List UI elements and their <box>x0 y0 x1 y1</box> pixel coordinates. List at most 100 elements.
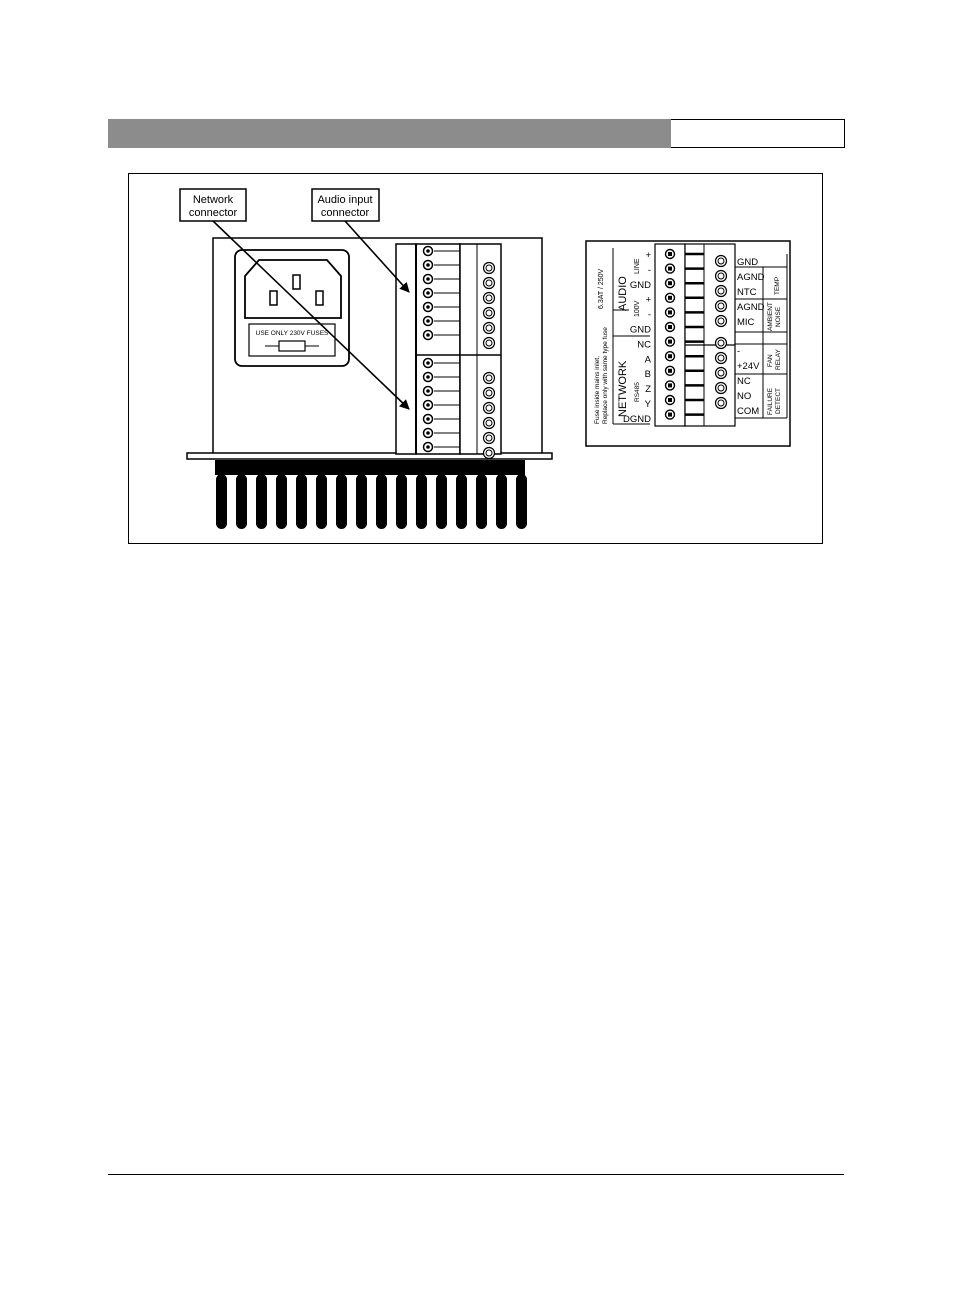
failure-detect-group-label: FAILURE DETECT <box>767 387 782 415</box>
wire-clamp-inner <box>486 310 492 316</box>
svg-text:connector: connector <box>321 207 370 219</box>
right-terminal-label: GND <box>737 257 758 268</box>
temp-group-label: TEMP <box>774 277 781 295</box>
heatsink-fin <box>216 474 227 529</box>
svg-text:DETECT: DETECT <box>775 388 782 414</box>
figure-frame: USE ONLY 230V FUSES Network connector Au… <box>128 173 823 544</box>
100v-label: 100V <box>634 300 641 317</box>
heatsink <box>215 460 527 529</box>
audio-group-label: AUDIO <box>617 276 629 311</box>
svg-text:AMBIENT: AMBIENT <box>767 302 774 331</box>
panel-screw-center <box>668 340 672 344</box>
right-terminal-label: AGND <box>737 302 765 313</box>
wire-clamp-inner <box>486 390 492 396</box>
wire-clamp-inner <box>486 375 492 381</box>
panel-clamp-inner <box>718 400 724 406</box>
panel-clamp-inner <box>718 318 724 324</box>
line-label: LINE <box>634 258 641 274</box>
right-terminal-label: NO <box>737 391 751 402</box>
network-connector-label: Network connector <box>180 189 246 221</box>
terminal-panel: Fuse inside mains inlet, Replace only wi… <box>586 241 790 446</box>
panel-screw-center <box>668 383 672 387</box>
terminal-screw-center <box>426 431 430 435</box>
heatsink-fin <box>496 474 507 529</box>
right-terminal-label: - <box>737 346 740 357</box>
network-group-label: NETWORK <box>617 360 629 417</box>
panel-screw-center <box>668 296 672 300</box>
left-terminal-label: GND <box>630 325 651 336</box>
left-terminal-label: + <box>645 250 651 261</box>
panel-clamp-inner <box>718 273 724 279</box>
left-terminal-label: Y <box>645 399 652 410</box>
left-terminal-label: GND <box>630 280 651 291</box>
svg-text:Audio input: Audio input <box>317 194 372 206</box>
terminal-screw-center <box>426 277 430 281</box>
right-terminal-label: COM <box>737 406 759 417</box>
left-terminal-label: A <box>645 354 652 365</box>
panel-screw-center <box>668 354 672 358</box>
audio-input-connector-label: Audio input connector <box>312 189 379 221</box>
heatsink-fin <box>356 474 367 529</box>
left-terminal-label: DGND <box>623 414 651 425</box>
heatsink-fin <box>476 474 487 529</box>
panel-clamp-inner <box>718 303 724 309</box>
svg-text:Network: Network <box>193 194 234 206</box>
rs485-label: RS485 <box>634 382 641 402</box>
svg-text:FAN: FAN <box>767 354 774 367</box>
fuse-note-line-1: Fuse inside mains inlet, <box>594 356 601 424</box>
left-terminal-label: - <box>648 310 651 321</box>
svg-text:FAILURE: FAILURE <box>767 387 774 415</box>
panel-clamp-inner <box>718 370 724 376</box>
panel-clamp-inner <box>718 340 724 346</box>
wire-clamp-inner <box>486 340 492 346</box>
heatsink-fin <box>296 474 307 529</box>
left-terminal-label: Z <box>645 384 651 395</box>
terminal-screw-center <box>426 403 430 407</box>
svg-text:connector: connector <box>189 207 238 219</box>
wire-clamp-inner <box>486 325 492 331</box>
heatsink-fin <box>336 474 347 529</box>
terminal-screw-center <box>426 389 430 393</box>
panel-screw-center <box>668 325 672 329</box>
right-terminal-label: AGND <box>737 272 765 283</box>
wire-clamp-inner <box>486 405 492 411</box>
wire-clamp-inner <box>486 265 492 271</box>
panel-screw-center <box>668 310 672 314</box>
terminal-screw-center <box>426 305 430 309</box>
wire-clamp-inner <box>486 295 492 301</box>
connector-block <box>396 244 501 459</box>
left-terminal-label: - <box>648 265 651 276</box>
left-terminal-label: B <box>645 369 651 380</box>
heatsink-fin <box>516 474 527 529</box>
terminal-screw-center <box>426 361 430 365</box>
terminal-screw-center <box>426 333 430 337</box>
panel-screw-center <box>668 252 672 256</box>
fuse-label: USE ONLY 230V FUSES <box>256 330 329 337</box>
panel-screw-center <box>668 398 672 402</box>
terminal-screw-center <box>426 375 430 379</box>
heatsink-fin <box>256 474 267 529</box>
panel-screw-center <box>668 267 672 271</box>
right-terminal-label: +24V <box>737 361 760 372</box>
mains-inlet: USE ONLY 230V FUSES <box>235 250 349 366</box>
wire-clamp-inner <box>486 435 492 441</box>
footer-rule <box>108 1174 844 1175</box>
heatsink-fin <box>376 474 387 529</box>
wire-clamp-inner <box>486 420 492 426</box>
svg-text:RELAY: RELAY <box>775 349 782 370</box>
fuse-rating: 6.3AT / 250V <box>598 268 605 309</box>
heatsink-fin <box>316 474 327 529</box>
right-terminal-label: NC <box>737 376 751 387</box>
heatsink-fin <box>276 474 287 529</box>
heatsink-fin <box>396 474 407 529</box>
panel-screw-center <box>668 413 672 417</box>
terminal-screw-center <box>426 445 430 449</box>
terminal-screw-center <box>426 417 430 421</box>
header-box <box>671 119 845 148</box>
panel-screw-center <box>668 281 672 285</box>
panel-screw-center <box>668 369 672 373</box>
heatsink-fin <box>236 474 247 529</box>
svg-text:NOISE: NOISE <box>775 306 782 327</box>
fuse-note-line-2: Replace only with same type fuse <box>602 327 609 424</box>
rear-panel-diagram: USE ONLY 230V FUSES Network connector Au… <box>129 174 824 545</box>
